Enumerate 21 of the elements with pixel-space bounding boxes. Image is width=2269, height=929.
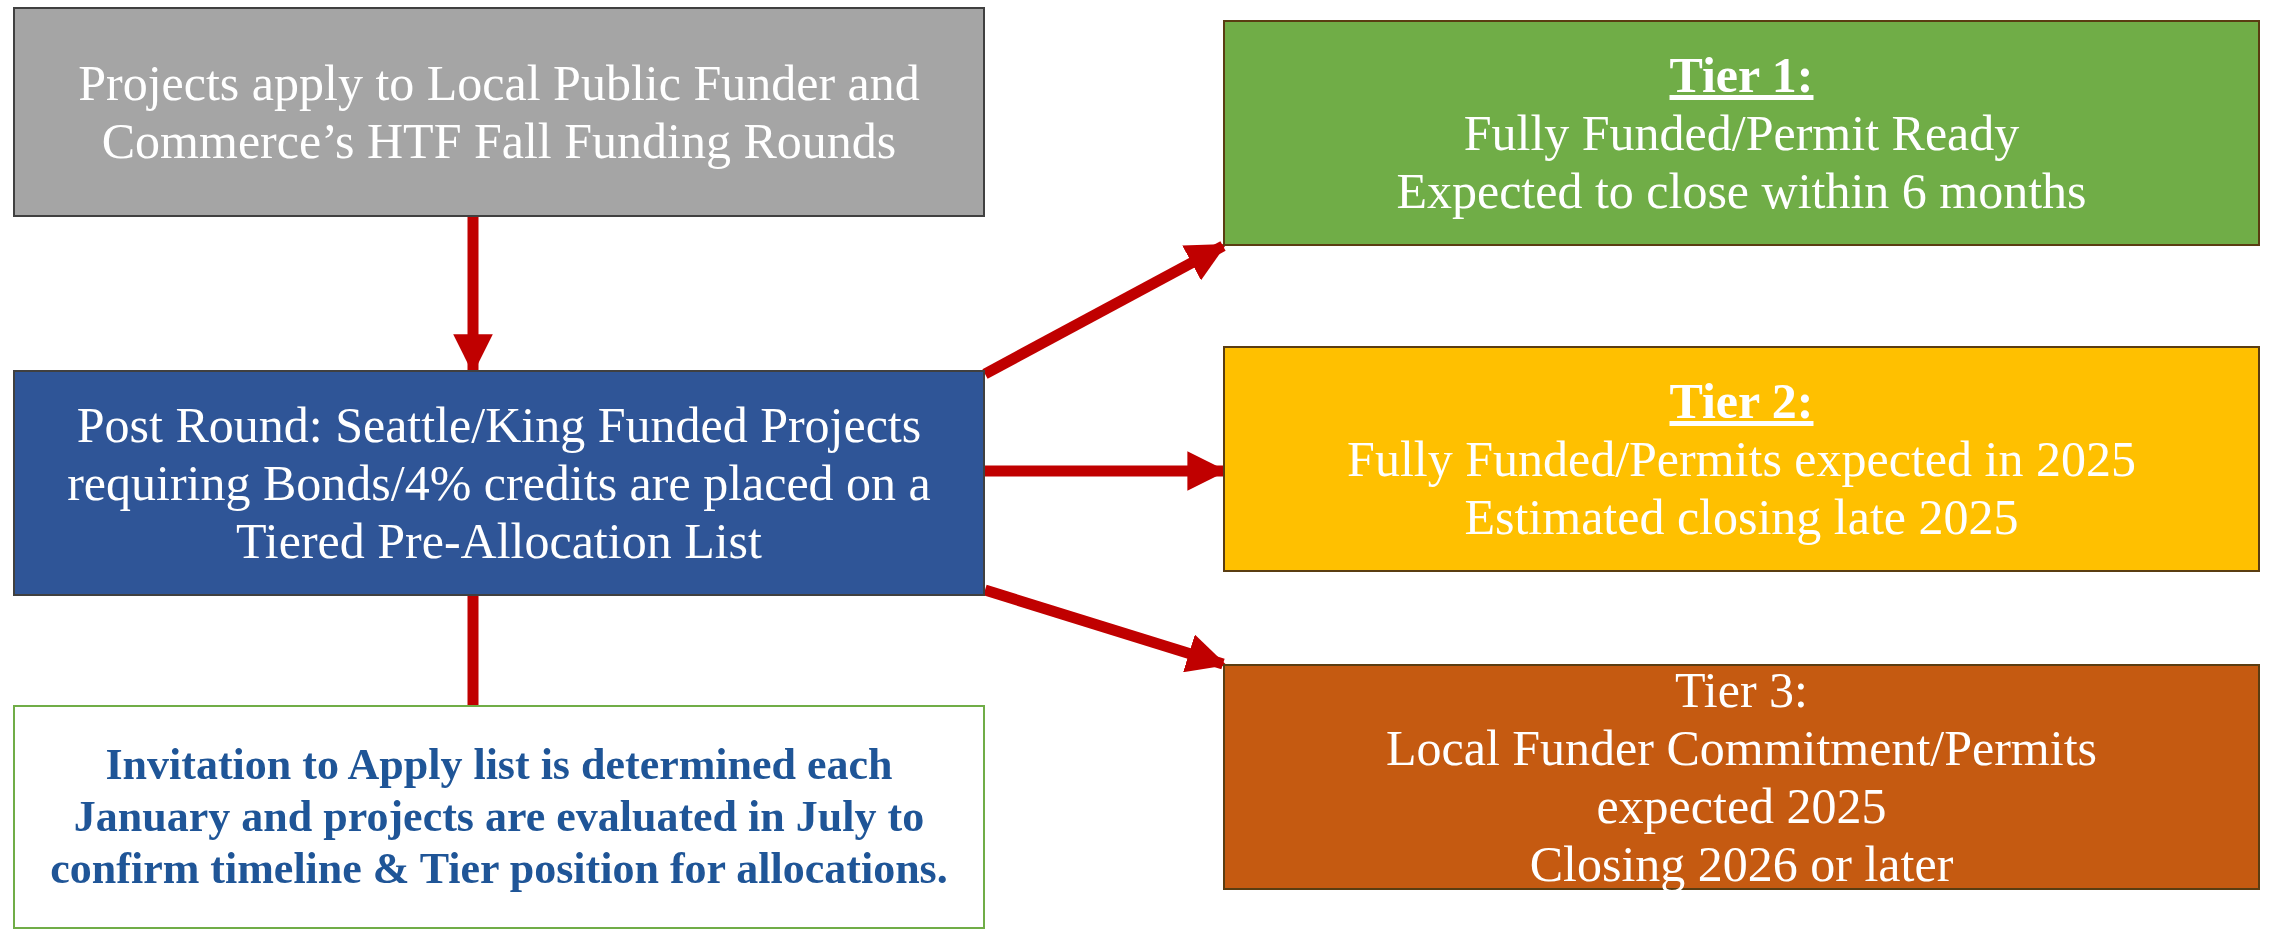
- box-text: Invitation to Apply list is determined each January and projects are evaluated in July to confirm timeline & Tier position for allocations.: [49, 739, 949, 895]
- box-text: Local Funder Commitment/Permits expected 2025: [1384, 719, 2098, 835]
- tier-heading: Tier 2:: [1669, 372, 1814, 430]
- connector-line: [467, 596, 479, 705]
- tier-heading: Tier 1:: [1669, 46, 1814, 104]
- box-text: Projects apply to Local Public Funder and Commerce’s HTF Fall Funding Rounds: [77, 54, 921, 170]
- tier-box: [1223, 20, 2260, 246]
- tier-box: [1223, 664, 2260, 890]
- box-text: Expected to close within 6 months: [1396, 162, 2087, 220]
- process-box: [13, 370, 985, 596]
- box-text: Post Round: Seattle/King Funded Projects requiring Bonds/4% credits are placed on a Tiered Pre-Allocation List: [66, 396, 932, 570]
- arrow: [983, 584, 1227, 673]
- box-text: Fully Funded/Permits expected in 2025: [1347, 430, 2136, 488]
- box-text: Estimated closing late 2025: [1464, 488, 2019, 546]
- box-text: Closing 2026 or later: [1529, 835, 1954, 893]
- tier-box: [1223, 346, 2260, 572]
- arrow: [982, 241, 1227, 379]
- process-box: [13, 7, 985, 217]
- tier-heading: Tier 3:: [1675, 661, 1808, 719]
- note-box: [13, 705, 985, 929]
- box-text: Fully Funded/Permit Ready: [1463, 104, 2020, 162]
